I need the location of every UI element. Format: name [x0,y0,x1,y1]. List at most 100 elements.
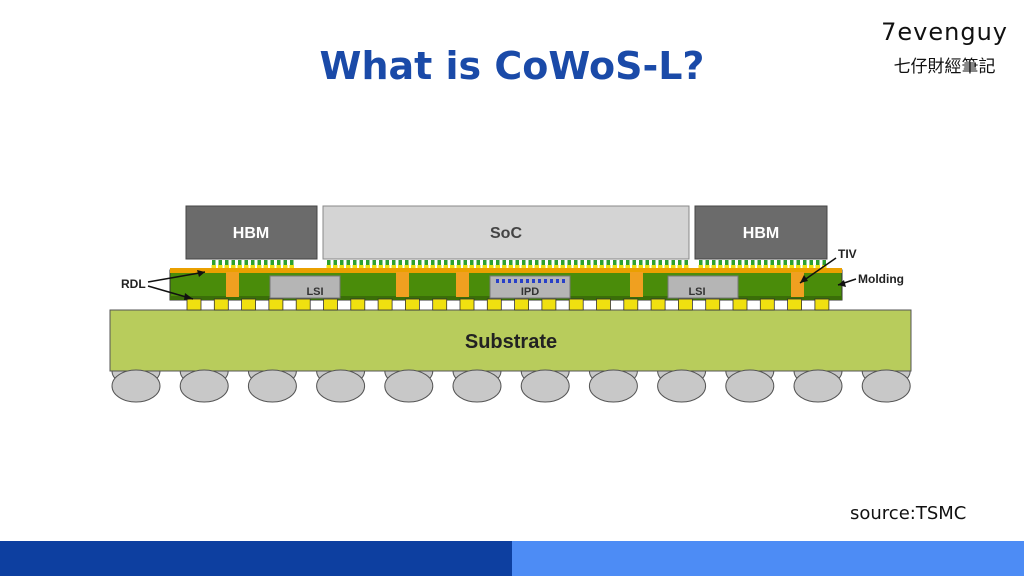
c4-bump [323,298,338,311]
microbump-cap [237,265,242,268]
tiv-group [226,272,804,297]
microbump [424,260,428,266]
microbump-cap [625,265,630,268]
microbump-cap [744,265,749,268]
microbump [264,260,268,266]
microbump-cap [809,265,814,268]
c4-bump [268,298,284,311]
microbump-cap [658,265,663,268]
microbump [257,260,261,266]
bga-ball-body [111,369,161,403]
microbump [822,260,826,266]
microbump-cap [385,265,390,268]
microbump [632,260,636,266]
footer-bar-light [512,541,1024,576]
rdl-arrowhead-top [197,270,205,277]
microbump-cap [750,265,755,268]
microbump [405,260,409,266]
brand-logo: 7evenguy 七仔財經筆記 [881,18,1008,77]
microbump-cap [515,265,520,268]
microbump-cap [705,265,710,268]
microbump-cap [276,265,281,268]
microbump [270,260,274,266]
microbump [470,260,474,266]
microbump [372,260,376,266]
c4-bump [759,298,775,311]
microbump [593,260,597,266]
microbump-cap [606,265,611,268]
source-caption: source:TSMC [850,503,967,524]
microbump-cap [763,265,768,268]
microbump [574,260,578,266]
c4-bump [377,298,393,311]
microbump [489,260,493,266]
c4-bump [241,298,257,311]
microbump-cap [547,265,552,268]
bga-ball-body [588,369,638,403]
microbump [398,260,402,266]
bga-ball-body [657,369,707,403]
microbump-cap [632,265,637,268]
microbump [385,260,389,266]
hbm-left-label: HBM [233,225,269,242]
c4-bump [186,298,202,311]
microbump [418,260,422,266]
c4-bump [213,298,229,311]
c4-bump [459,298,475,311]
microbump-cap [502,265,507,268]
ipd-capacitor [556,279,559,283]
brand-name: 7evenguy [881,18,1008,46]
microbump [580,260,584,266]
microbump [379,260,383,266]
c4-bump [295,298,311,311]
ipd-capacitor [550,279,553,283]
microbump [290,260,294,266]
microbump [353,260,357,266]
bga-ball-body [520,369,570,403]
microbump [725,260,729,266]
microbump [218,260,222,266]
microbump [639,260,643,266]
tiv [791,272,804,297]
microbump [796,260,800,266]
microbump [626,260,630,266]
microbump [225,260,229,266]
c4-bump [514,298,529,311]
microbump-cap [815,265,820,268]
lsi-left-chip [269,275,341,299]
ipd-label: IPD [521,286,539,298]
microbump [535,260,539,266]
rdl-arrow-top [147,271,206,283]
ipd-capacitor [538,279,541,283]
lsi-left-label: LSI [306,286,323,298]
microbump [450,260,454,266]
microbump-cap [619,265,624,268]
microbump [340,260,344,266]
microbump [705,260,709,266]
microbump-row [211,260,827,268]
microbump [600,260,604,266]
microbump-cap [378,265,383,268]
microbump-cap [359,265,364,268]
microbump-cap [430,265,435,268]
microbump-cap [283,265,288,268]
c4-bump [678,298,693,311]
microbump [392,260,396,266]
microbump-cap [495,265,500,268]
microbump [212,260,216,266]
c4-bump [350,298,366,311]
microbump [671,260,675,266]
microbump-cap [508,265,513,268]
ipd-capacitor [544,279,547,283]
microbump [803,260,807,266]
microbump-cap [554,265,559,268]
microbump [684,260,688,266]
microbump-cap [593,265,598,268]
microbump-cap [724,265,729,268]
microbump-cap [469,265,474,268]
microbump-cap [404,265,409,268]
bga-ball-body [247,369,297,403]
lsi-right-label: LSI [688,286,705,298]
microbump [502,260,506,266]
microbump-cap [456,265,461,268]
